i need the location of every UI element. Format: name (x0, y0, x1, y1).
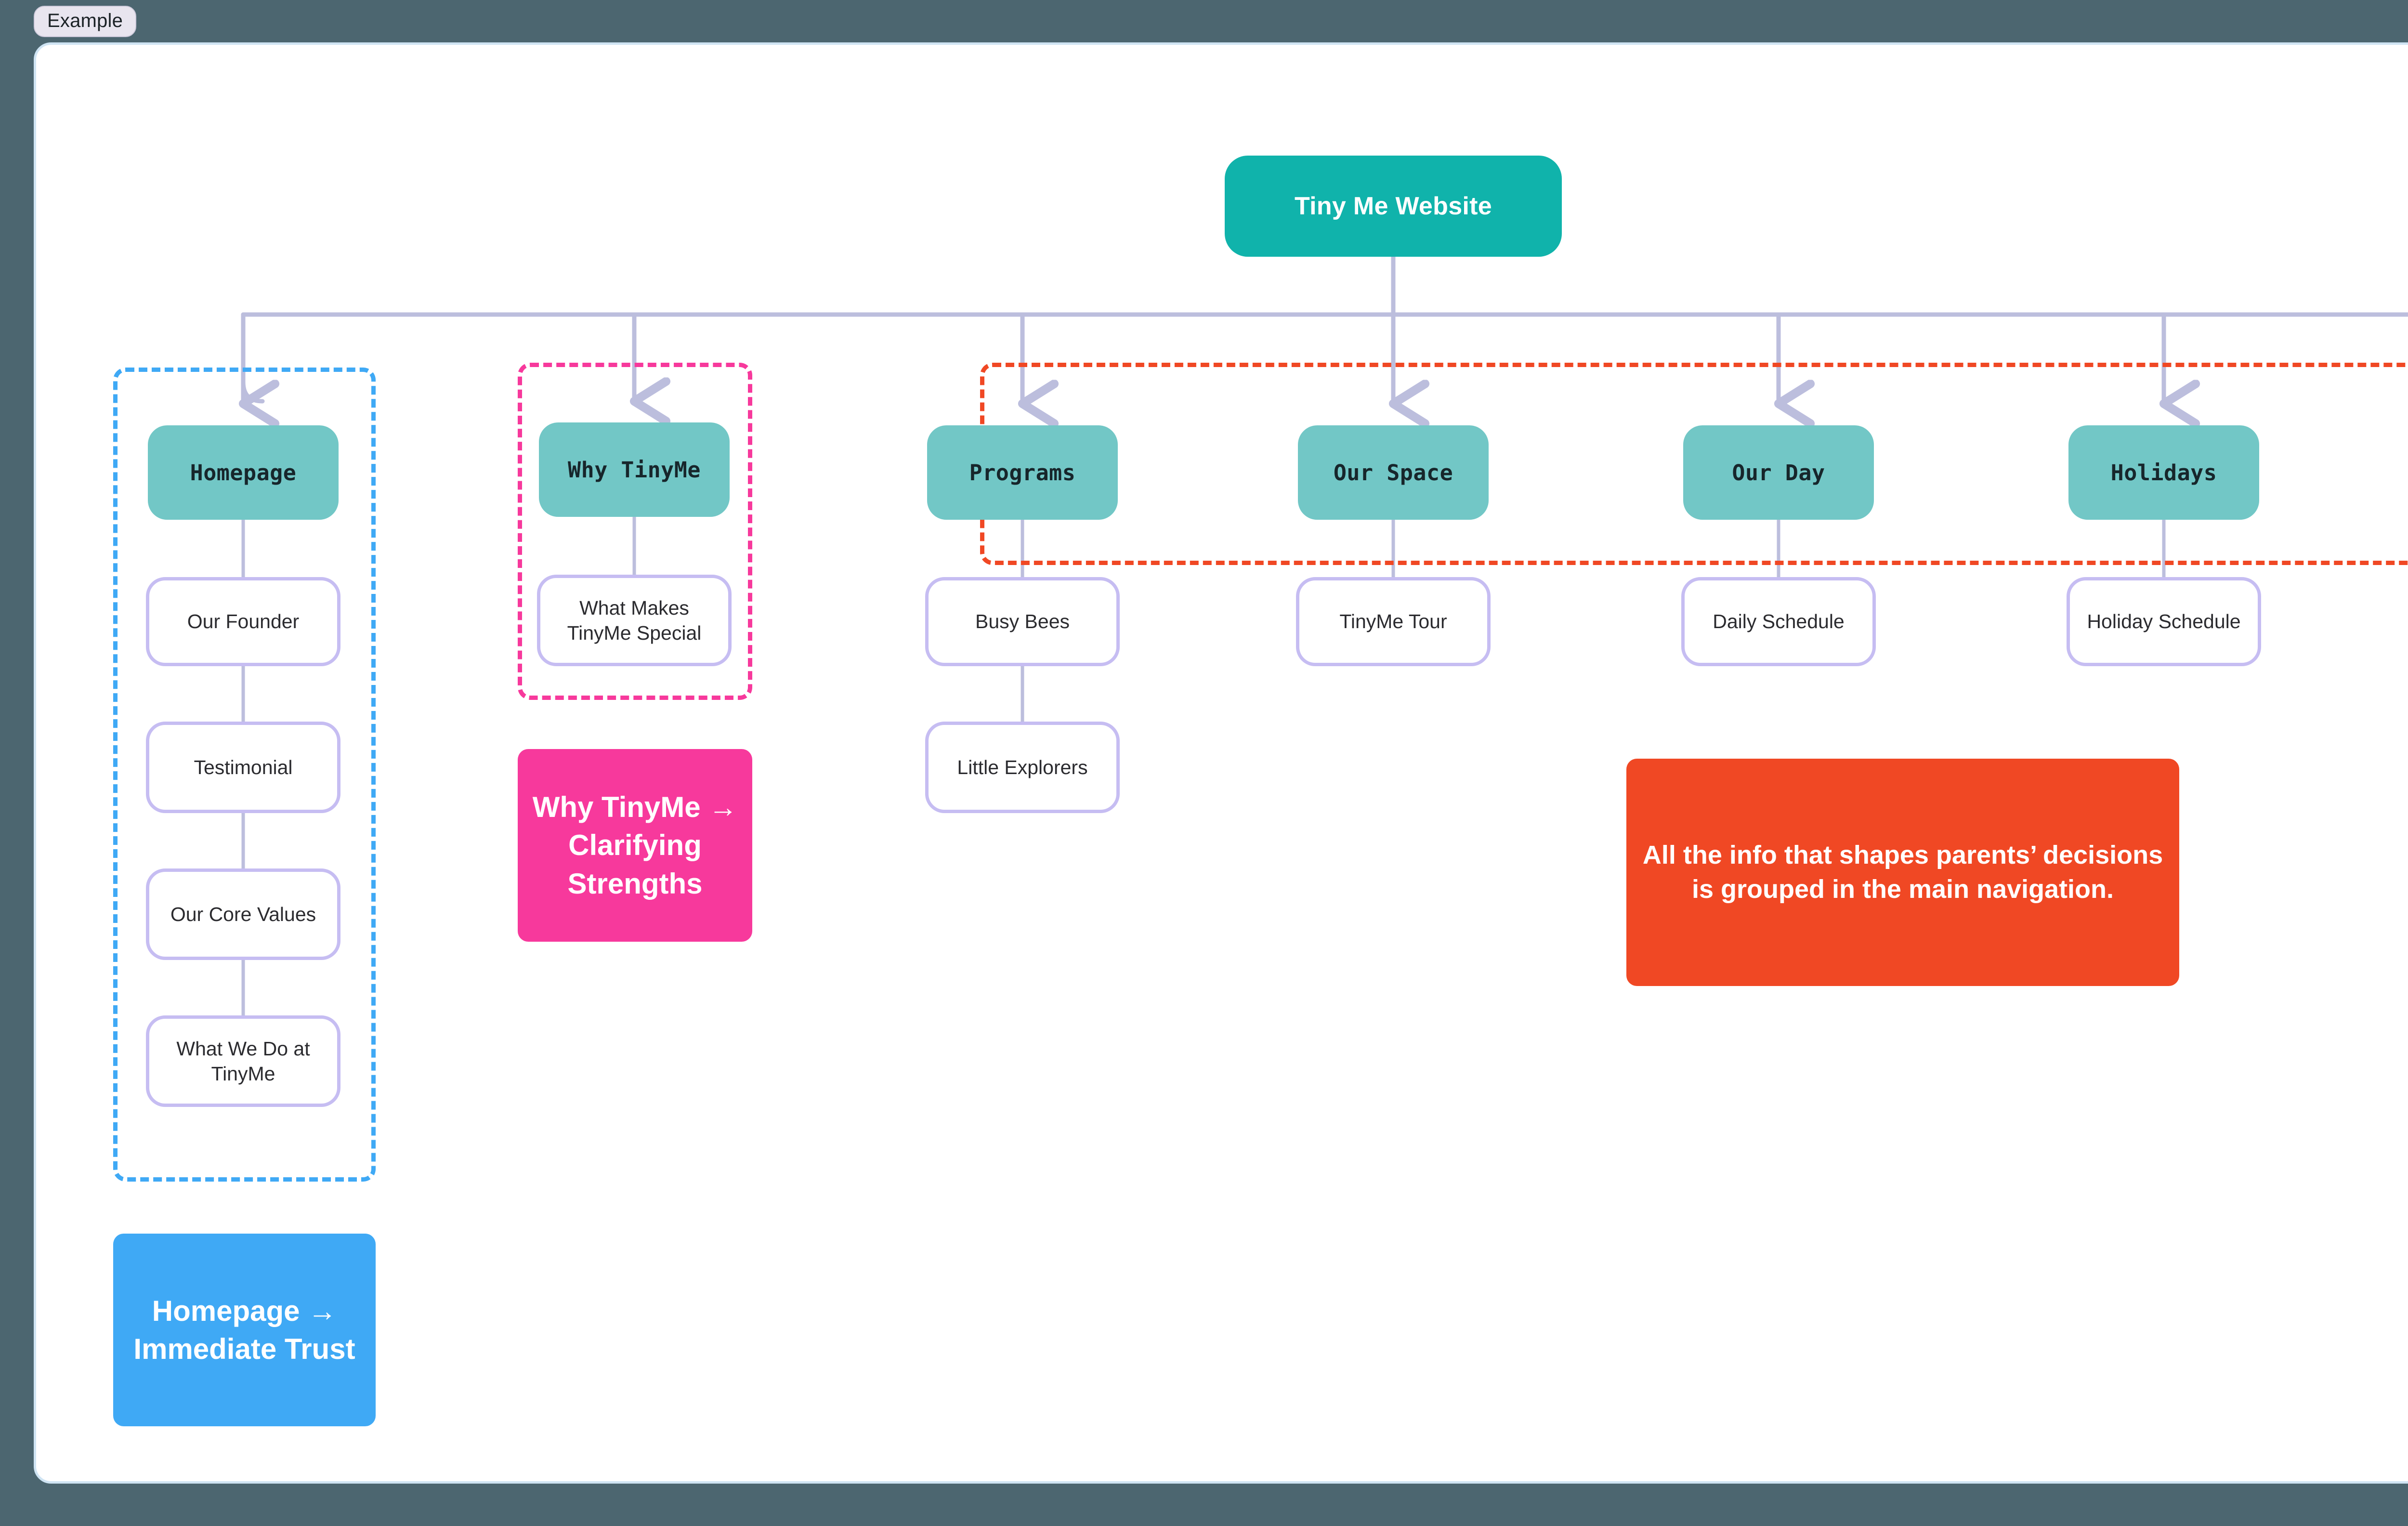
node-section-programs[interactable]: Programs (927, 425, 1118, 520)
node-leaf-holiday-schedule[interactable]: Holiday Schedule (2067, 577, 2261, 666)
node-section-our-space[interactable]: Our Space (1298, 425, 1489, 520)
node-leaf-what-makes-tinyme-special[interactable]: What Makes TinyMe Special (537, 575, 732, 666)
node-leaf-our-core-values[interactable]: Our Core Values (146, 868, 340, 960)
example-badge: Example (34, 6, 137, 37)
node-section-why-tinyme[interactable]: Why TinyMe (539, 422, 730, 517)
group-box-homepage (113, 368, 376, 1182)
node-leaf-tinyme-tour[interactable]: TinyMe Tour (1296, 577, 1491, 666)
node-leaf-daily-schedule[interactable]: Daily Schedule (1681, 577, 1876, 666)
node-leaf-what-we-do-at-tinyme[interactable]: What We Do at TinyMe (146, 1015, 340, 1107)
node-section-our-day[interactable]: Our Day (1683, 425, 1874, 520)
node-root-tiny-me-website[interactable]: Tiny Me Website (1225, 156, 1562, 257)
callout-homepage: Homepage → Immediate Trust (113, 1234, 376, 1426)
diagram-canvas: Tiny Me Website Homepage Why TinyMe Prog… (34, 42, 2408, 1484)
node-leaf-little-explorers[interactable]: Little Explorers (925, 722, 1120, 813)
callout-main-navigation: All the info that shapes parents’ decisi… (1626, 759, 2179, 986)
node-leaf-busy-bees[interactable]: Busy Bees (925, 577, 1120, 666)
group-box-why-tinyme (518, 363, 752, 700)
node-section-holidays[interactable]: Holidays (2068, 425, 2259, 520)
callout-why-tinyme: Why TinyMe → Clarifying Strengths (518, 749, 752, 942)
node-leaf-testimonial[interactable]: Testimonial (146, 722, 340, 813)
node-section-homepage[interactable]: Homepage (148, 425, 339, 520)
node-leaf-our-founder[interactable]: Our Founder (146, 577, 340, 666)
